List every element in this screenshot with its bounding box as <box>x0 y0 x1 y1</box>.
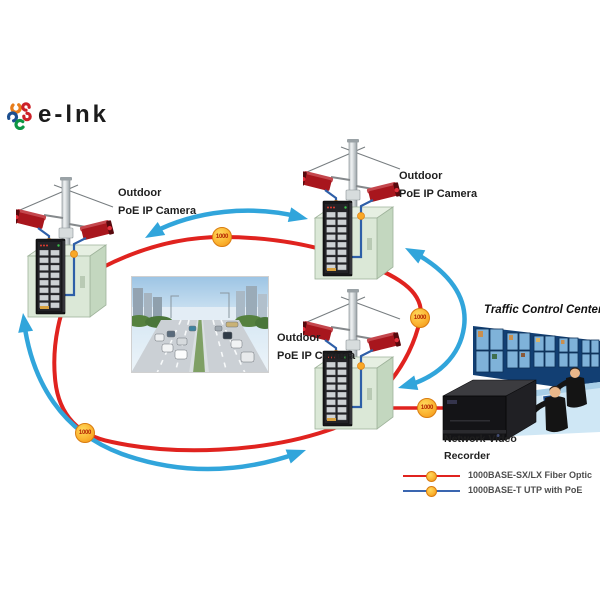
logo-text: e-lnk <box>38 101 110 128</box>
nvr-label-line1: Network Video <box>444 433 517 445</box>
legend-item-fiber: 1000BASE-SX/LX Fiber Optic <box>403 468 598 483</box>
camera-station-graphic <box>303 138 403 281</box>
station-label-line1: Outdoor <box>118 187 162 199</box>
station-label-line1: Outdoor <box>399 170 443 182</box>
highway-photo <box>131 276 269 373</box>
station-label-top-right: Outdoor PoE IP Camera <box>399 167 477 203</box>
link-speed-badge: 1000 <box>410 308 430 328</box>
legend-item-utp: 1000BASE-T UTP with PoE <box>403 483 598 498</box>
photo-streetlights <box>170 292 230 318</box>
nvr-logo-plate <box>447 400 457 404</box>
nvr-label: Network Video Recorder <box>444 431 517 465</box>
photo-median-hedge <box>193 320 205 373</box>
logo: e-lnk <box>6 100 109 130</box>
video-wall-screens <box>475 328 600 373</box>
logo-icon <box>6 102 32 130</box>
legend-label: 1000BASE-T UTP with PoE <box>468 485 583 495</box>
nvr-label-line2: Recorder <box>444 450 491 462</box>
traffic-control-center-title: Traffic Control Center <box>484 304 600 316</box>
poe-flow-arrows <box>21 208 467 472</box>
station-label-line2: PoE IP Camera <box>399 188 478 200</box>
video-wall-content <box>478 331 565 359</box>
photo-cars <box>154 321 255 363</box>
station-label-bottom: Outdoor PoE IP Camera <box>277 329 355 365</box>
link-speed-badge: 1000 <box>212 227 232 247</box>
legend: 1000BASE-SX/LX Fiber Optic 1000BASE-T UT… <box>403 468 598 498</box>
camera-station-left <box>16 176 116 319</box>
camera-station-graphic <box>16 176 116 319</box>
station-label-line2: PoE IP Camera <box>118 205 197 217</box>
flow-arrow-top <box>149 208 303 236</box>
link-speed-badge: 1000 <box>75 423 95 443</box>
link-speed-badge: 1000 <box>417 398 437 418</box>
camera-station-top-right <box>303 138 403 281</box>
legend-speed-badge <box>426 485 437 497</box>
photo-border <box>131 276 269 373</box>
photo-lane-markings <box>156 319 246 373</box>
station-label-line2: PoE IP Camera <box>277 350 356 362</box>
legend-speed-badge <box>426 470 437 482</box>
station-label-left: Outdoor PoE IP Camera <box>118 184 196 220</box>
flow-arrow-right <box>403 249 467 389</box>
nvr-graphic <box>442 379 537 441</box>
photo-buildings <box>133 286 267 318</box>
flow-arrow-bottom <box>21 319 301 472</box>
station-label-line1: Outdoor <box>277 332 321 344</box>
legend-label: 1000BASE-SX/LX Fiber Optic <box>468 470 593 480</box>
